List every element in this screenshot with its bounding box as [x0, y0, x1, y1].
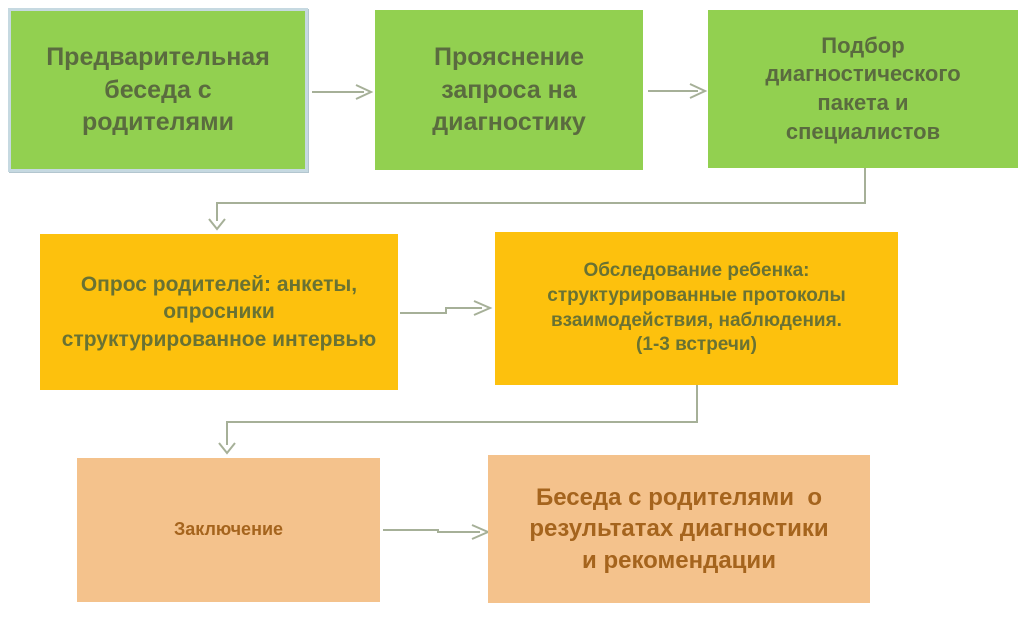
arrow-step1-to-step2 [312, 84, 374, 100]
arrow-step4-to-step5 [400, 300, 493, 316]
flow-node-select-package: Подбор диагностического пакета и специал… [708, 10, 1018, 168]
flow-node-parent-survey: Опрос родителей: анкеты, опросники струк… [40, 234, 398, 390]
arrow-step2-to-step3 [648, 83, 708, 99]
flow-node-preliminary-talk: Предварительная беседа с родителями [8, 8, 308, 172]
arrow-step6-to-step7 [383, 524, 491, 540]
elbow-arrow-step5-to-step6 [218, 385, 698, 455]
flow-node-clarify-request: Прояснение запроса на диагностику [375, 10, 643, 170]
elbow-arrow-step3-to-step4 [208, 168, 866, 231]
flow-node-results-talk: Беседа с родителями о результатах диагно… [488, 455, 870, 603]
flow-node-conclusion: Заключение [77, 458, 380, 602]
flow-node-child-examination: Обследование ребенка: структурированные … [495, 232, 898, 385]
